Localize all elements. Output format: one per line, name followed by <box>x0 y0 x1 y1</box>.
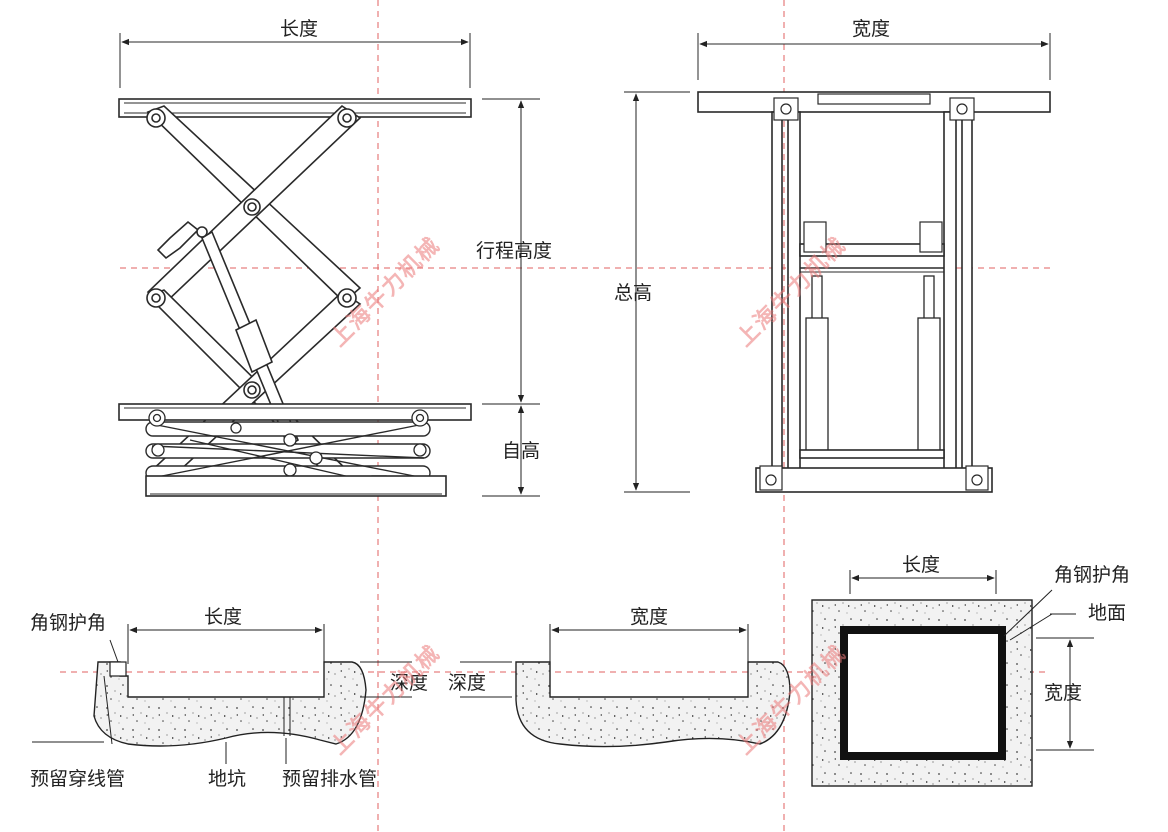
height-dimensions <box>482 91 690 497</box>
pit-a-pit-label: 地坑 <box>208 768 247 790</box>
total-height-label: 总高 <box>614 282 653 304</box>
side-view-lift <box>118 33 472 497</box>
plan-length-label: 长度 <box>902 554 941 576</box>
pit-a-corner-label: 角钢护角 <box>30 612 107 634</box>
front-width-label: 宽度 <box>852 18 891 40</box>
pit-a-depth-label: 深度 <box>390 672 429 694</box>
pit-section-length <box>32 624 412 764</box>
pit-a-length-label: 长度 <box>204 606 243 628</box>
pit-plan-view <box>811 570 1094 787</box>
front-view-lift <box>697 33 1051 493</box>
side-length-label: 长度 <box>280 18 319 40</box>
pit-b-depth-label: 深度 <box>448 672 487 694</box>
travel-height-label: 行程高度 <box>476 240 553 262</box>
pit-a-conduit-label: 预留穿线管 <box>30 768 126 790</box>
pit-a-drain-label: 预留排水管 <box>282 768 378 790</box>
plan-ground-label: 地面 <box>1088 602 1127 624</box>
pit-section-width <box>460 624 791 748</box>
plan-width-label: 宽度 <box>1044 682 1083 704</box>
pit-b-width-label: 宽度 <box>630 606 669 628</box>
self-height-label: 自高 <box>502 440 541 462</box>
plan-corner-label: 角钢护角 <box>1054 564 1131 586</box>
